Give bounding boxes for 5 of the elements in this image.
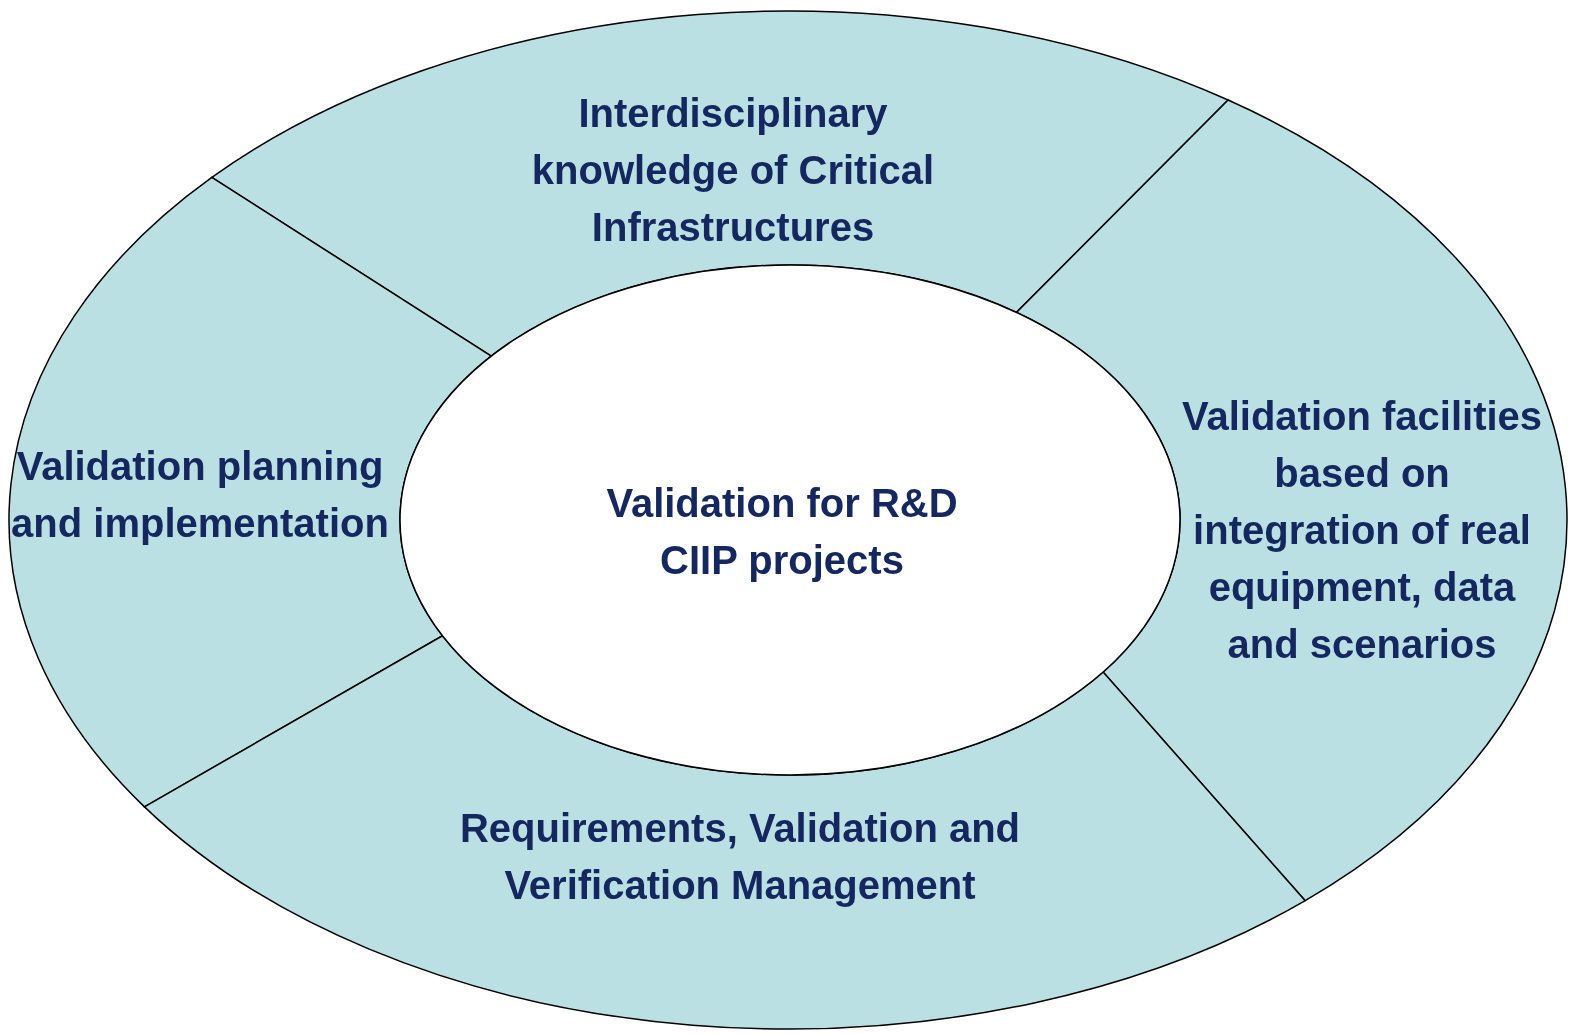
segment-label: Requirements, Validation and Verification Management — [458, 805, 1022, 909]
center-label: Validation for R&D CIIP projects — [605, 480, 959, 584]
segment-label: Validation facilities based on integration of real equipment, data and scenarios — [1180, 392, 1544, 668]
segment-label: Validation planning and implementation — [10, 443, 390, 547]
segment-label: Interdisciplinary knowledge of Critical Infrastructures — [530, 89, 936, 251]
